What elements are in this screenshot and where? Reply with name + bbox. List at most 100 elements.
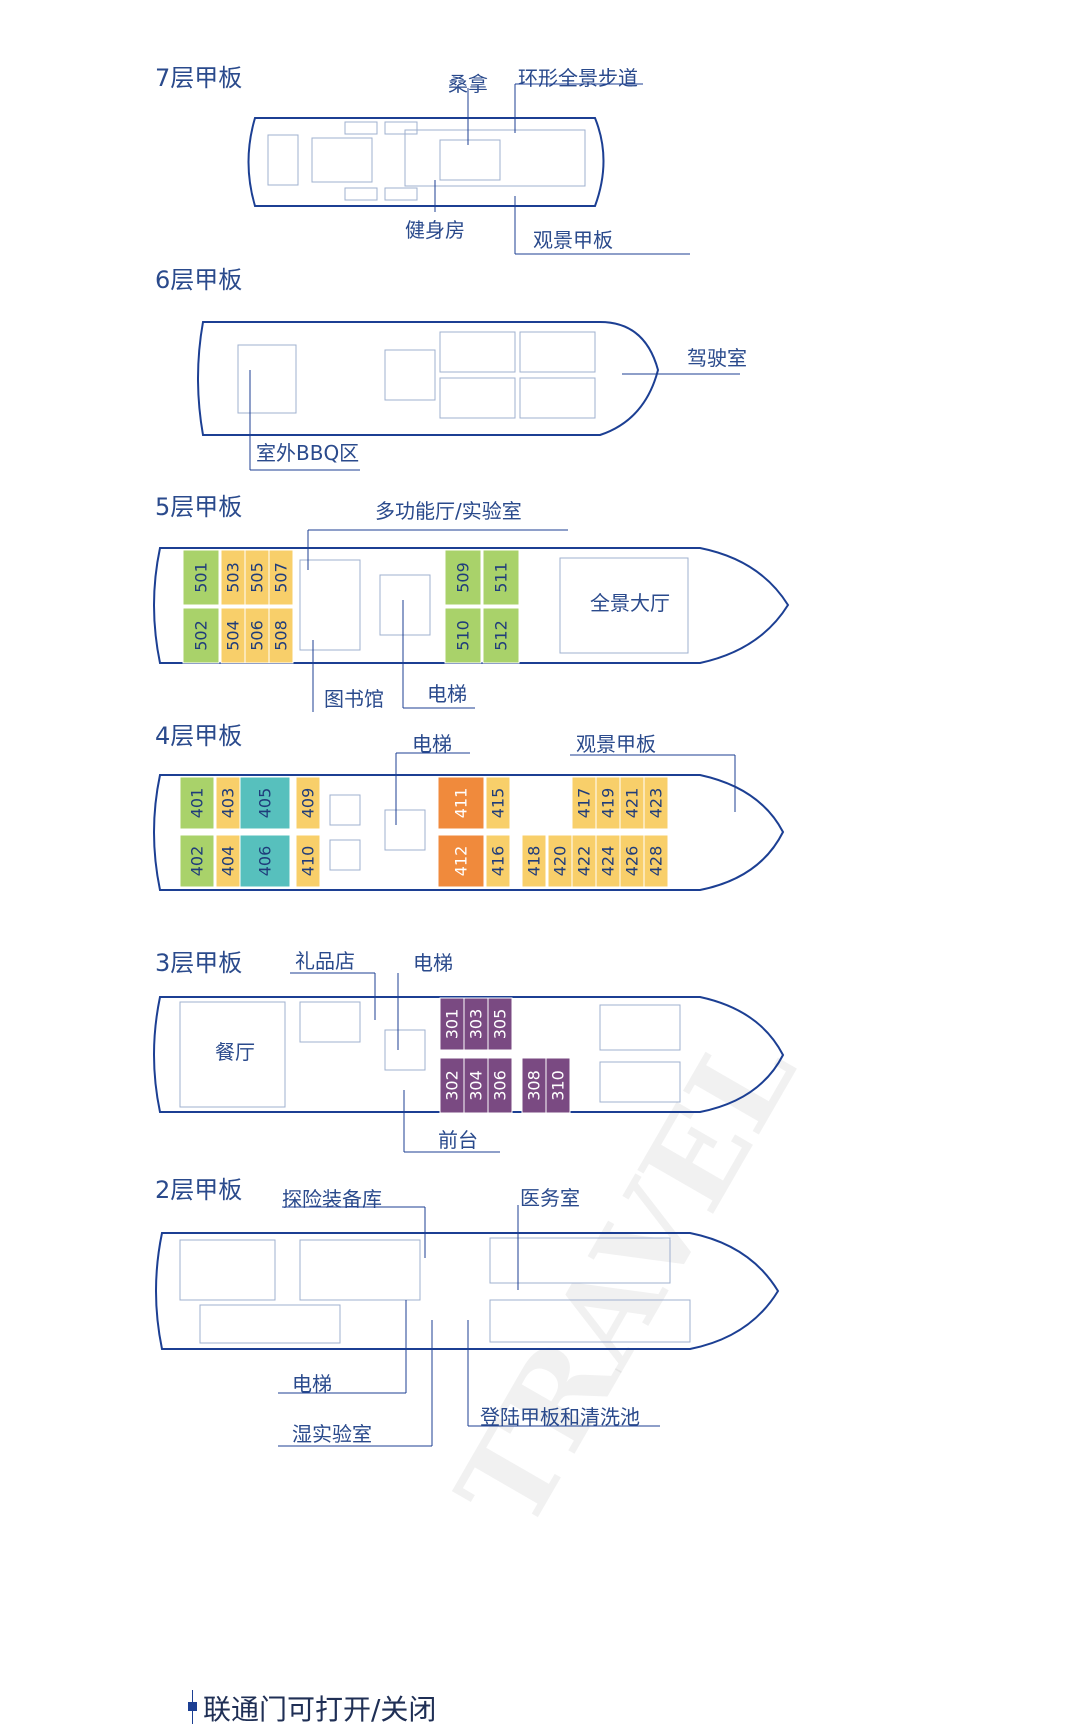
cabin-409-box [295, 776, 321, 830]
cabin-415-label: 415 [489, 788, 508, 819]
deck-6-block [439, 331, 516, 373]
label-panorama-walkway: 环形全景步道 [518, 66, 638, 90]
cabin-502-label: 502 [192, 620, 211, 651]
cabin-403-label: 403 [219, 788, 238, 819]
deck-7-lifeboat [384, 121, 418, 135]
cabin-308-label: 308 [525, 1070, 544, 1101]
label-observation-deck-4: 观景甲板 [576, 732, 656, 756]
cabin-402-label: 402 [188, 846, 207, 877]
deck-2-block [179, 1239, 276, 1301]
deck-6-block [384, 349, 436, 401]
cabin-506-box [244, 607, 270, 664]
cabin-310-label: 310 [549, 1070, 568, 1101]
cabin-301-label: 301 [443, 1009, 462, 1040]
label-observation-deck-7: 观景甲板 [533, 228, 613, 252]
label-elevator-2: 电梯 [292, 1372, 332, 1396]
deck-3-dining [179, 1001, 286, 1108]
cabin-405-label: 405 [256, 788, 275, 819]
deck-5-hull [153, 547, 790, 664]
deck-4-hull [153, 774, 785, 891]
cabin-306-box [487, 1057, 513, 1114]
cabin-417-box [571, 776, 597, 830]
cabin-511-label: 511 [492, 562, 511, 593]
cabin-501-box [182, 549, 220, 606]
cabin-512-label: 512 [492, 620, 511, 651]
cabin-507-label: 507 [272, 562, 291, 593]
cabin-422-box [571, 834, 597, 888]
cabin-505-label: 505 [248, 562, 267, 593]
cabin-502-box [182, 607, 220, 664]
label-multifunction: 多功能厅/实验室 [375, 499, 522, 523]
label-library: 图书馆 [324, 687, 384, 711]
cabin-412-label: 412 [452, 846, 471, 877]
cabin-508-box [268, 607, 294, 664]
cabin-512-box [482, 607, 520, 664]
label-elevator-4: 电梯 [412, 732, 452, 756]
cabin-504-label: 504 [224, 620, 243, 651]
cabin-426-box [619, 834, 645, 888]
label-elevator-3: 电梯 [413, 951, 453, 975]
cabin-503-label: 503 [224, 562, 243, 593]
cabin-305-label: 305 [491, 1009, 510, 1040]
deck-6-bbq-area [237, 344, 297, 414]
deck-7-block [267, 134, 299, 186]
cabin-504-box [220, 607, 246, 664]
cabin-424-box [595, 834, 621, 888]
cabin-416-label: 416 [489, 846, 508, 877]
cabin-428-box [643, 834, 669, 888]
deck-6-hull [197, 321, 660, 436]
cabin-403-box [215, 776, 241, 830]
cabin-509-box [444, 549, 482, 606]
cabin-511-box [482, 549, 520, 606]
cabin-410-label: 410 [299, 846, 318, 877]
deck-4-block [384, 809, 426, 851]
label-bbq: 室外BBQ区 [256, 441, 360, 465]
deck-2-block [489, 1237, 671, 1284]
deck-7-hull [247, 117, 605, 207]
label-panorama-hall: 全景大厅 [590, 591, 670, 615]
cabin-419-label: 419 [599, 788, 618, 819]
deck-3-hull [153, 996, 785, 1113]
cabin-406-label: 406 [256, 846, 275, 877]
label-elevator-5: 电梯 [427, 682, 467, 706]
deck-5-title: 5层甲板 [155, 493, 243, 521]
cabin-423-box [643, 776, 669, 830]
cabin-404-box [215, 834, 241, 888]
deck-3-title: 3层甲板 [155, 949, 243, 977]
deck-3-block [599, 1004, 681, 1051]
deck-7-title: 7层甲板 [155, 64, 243, 92]
label-dining: 餐厅 [215, 1040, 255, 1064]
cabin-405-box [239, 776, 291, 830]
cabin-418-label: 418 [525, 846, 544, 877]
deck-2-hull [155, 1232, 780, 1350]
cabin-410-box [295, 834, 321, 888]
deck-7-lifeboat [344, 187, 378, 201]
cabin-418-box [521, 834, 547, 888]
cabin-303-box [463, 997, 489, 1051]
cabin-421-label: 421 [623, 788, 642, 819]
legend-text: 联通门可打开/关闭 [203, 1693, 437, 1726]
cabin-415-box [485, 776, 511, 830]
deck-4-block [329, 794, 361, 826]
cabin-510-box [444, 607, 482, 664]
cabin-401-box [179, 776, 215, 830]
cabin-509-label: 509 [454, 562, 473, 593]
cabin-302-label: 302 [443, 1070, 462, 1101]
cabin-306-label: 306 [491, 1070, 510, 1101]
cabin-310-box [545, 1057, 571, 1114]
cabin-421-box [619, 776, 645, 830]
cabin-305-box [487, 997, 513, 1051]
cabin-506-label: 506 [248, 620, 267, 651]
deck-2-title: 2层甲板 [155, 1176, 243, 1204]
cabin-411-box [437, 776, 485, 830]
cabin-426-label: 426 [623, 846, 642, 877]
cabin-401-label: 401 [188, 788, 207, 819]
deck-2-block [199, 1304, 341, 1344]
cabin-404-label: 404 [219, 846, 238, 877]
deck-5-block [379, 574, 431, 636]
cabin-503-box [220, 549, 246, 606]
deck-3-block [599, 1061, 681, 1103]
deck-2-block [489, 1299, 691, 1343]
deck-7-walkway [404, 129, 586, 187]
